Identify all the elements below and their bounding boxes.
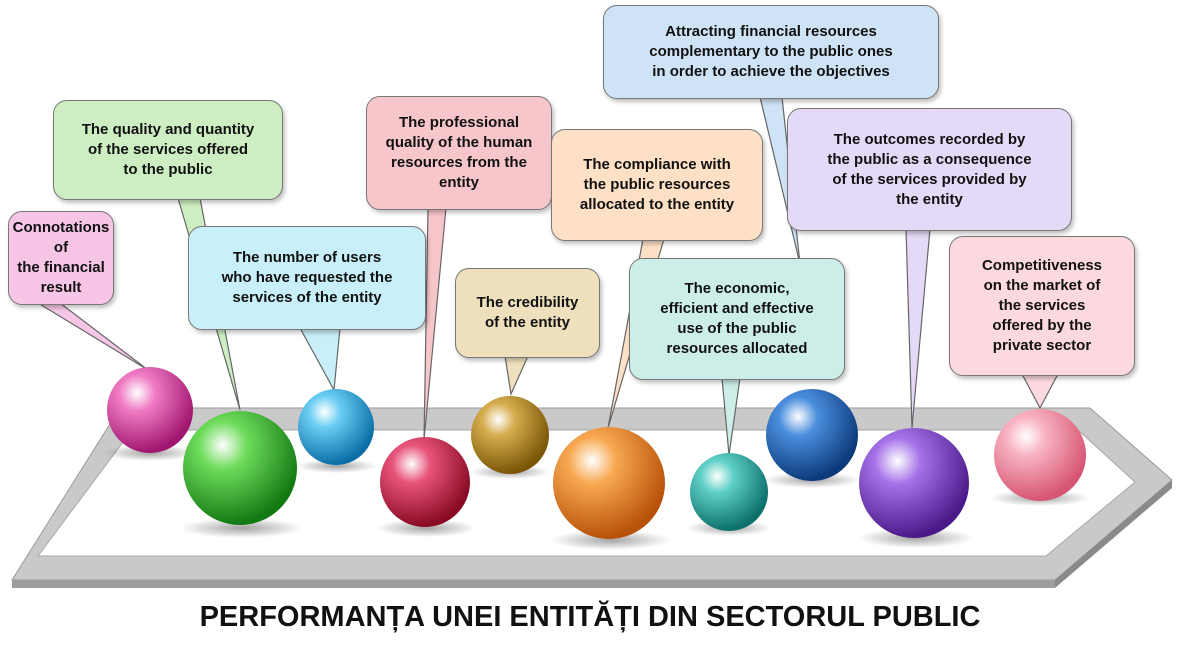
spheres [107, 367, 1086, 539]
diagram-title: PERFORMANȚA UNEI ENTITĂȚI DIN SECTORUL P… [199, 601, 981, 633]
callout-financial-result: Connotations of the financial result [8, 211, 114, 305]
sphere-credibility [471, 396, 549, 474]
sphere-financial-result [107, 367, 193, 453]
callout-number-of-users: The number of users who have requested t… [188, 226, 426, 330]
sphere-quality-quantity [183, 411, 297, 525]
callout-competitiveness: Competitiveness on the market of the ser… [949, 236, 1135, 376]
sphere-human-resources [380, 437, 470, 527]
sphere-competitiveness [994, 409, 1086, 501]
callout-economic-use: The economic, efficient and effective us… [629, 258, 845, 380]
callout-compliance: The compliance with the public resources… [551, 129, 763, 241]
sphere-number-of-users [298, 389, 374, 465]
sphere-economic-use [690, 453, 768, 531]
callout-quality-quantity: The quality and quantity of the services… [53, 100, 283, 200]
callout-outcomes: The outcomes recorded by the public as a… [787, 108, 1072, 231]
sphere-outcomes [859, 428, 969, 538]
callout-human-resources: The professional quality of the human re… [366, 96, 552, 210]
callout-credibility: The credibility of the entity [455, 268, 600, 358]
callout-attracting-resources: Attracting financial resources complemen… [603, 5, 939, 99]
sphere-attracting-resources [766, 389, 858, 481]
sphere-compliance [553, 427, 665, 539]
